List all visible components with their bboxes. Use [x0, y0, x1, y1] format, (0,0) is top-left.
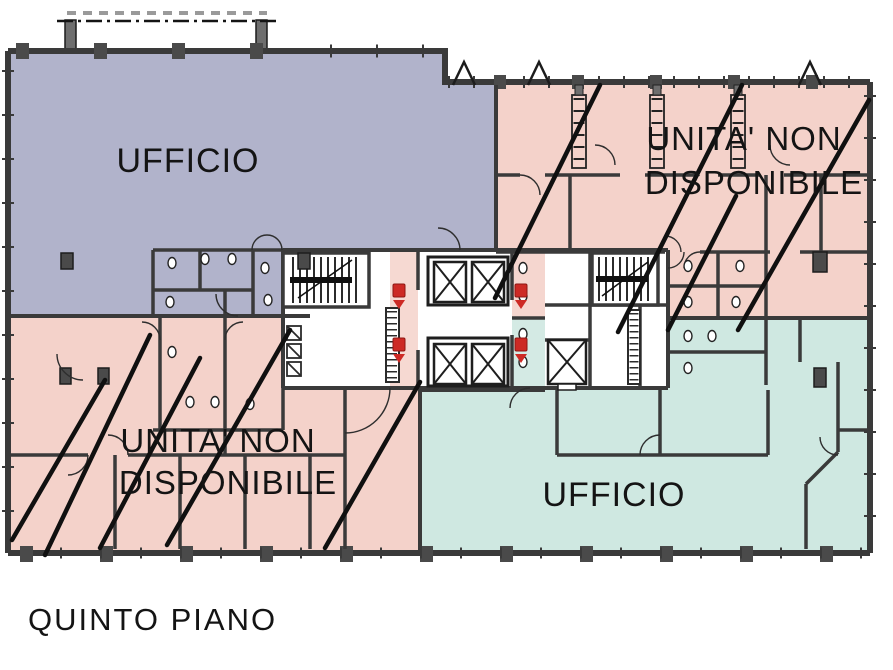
- toilet-fixtures: [165, 252, 745, 411]
- strike-line: [615, 82, 745, 335]
- fire-marker-icon: [392, 337, 406, 363]
- stairwell-right: [590, 251, 660, 307]
- elevator-door-stub: [557, 383, 577, 391]
- window-triangle-3: [797, 59, 823, 86]
- zone-office-bottom-right: [420, 318, 869, 551]
- stairwell-left-arrow: [297, 259, 353, 299]
- fire-marker-icon: [514, 283, 528, 309]
- strike-line: [665, 193, 739, 333]
- elevator-shaft: [470, 260, 506, 304]
- walls-unit-bottom-right: [555, 318, 868, 549]
- column: [813, 367, 827, 388]
- strike-line: [9, 377, 108, 543]
- label-unavailable-top-right-line1: UNITA' NON: [646, 120, 841, 157]
- stairwell-left-landing-bar: [290, 277, 352, 283]
- label-office-bottom-right: UFFICIO: [543, 476, 686, 514]
- strike-line: [42, 332, 153, 558]
- elevator-right-core: [546, 338, 588, 391]
- window-triangle-2: [526, 59, 552, 86]
- column: [59, 367, 72, 385]
- strike-line: [97, 355, 203, 551]
- balcony: [57, 11, 276, 54]
- interior-walls: [11, 85, 869, 551]
- stairwell-right-arrow: [601, 261, 649, 297]
- column: [297, 252, 311, 270]
- strike-line: [164, 327, 293, 548]
- column: [812, 251, 828, 273]
- strike-line: [735, 97, 872, 333]
- label-unavailable-bottom-left-line1: UNITA' NON: [120, 422, 315, 459]
- strike-line: [492, 82, 603, 301]
- core-teal-vestibule-right: [512, 318, 545, 387]
- shaft-ladder-right: [627, 309, 641, 385]
- radiator-column: [649, 84, 665, 169]
- door-arcs: [56, 144, 839, 476]
- column: [60, 252, 74, 270]
- elevator-bank-bottom: [426, 336, 510, 388]
- strike-lines: [9, 82, 872, 558]
- fire-marker-icon: [392, 283, 406, 309]
- exterior-walls: [2, 43, 876, 562]
- label-unavailable-top-right-line2: DISPONIBILE: [645, 164, 863, 201]
- walls-bathrooms-top-left: [151, 248, 283, 316]
- label-unavailable-bottom-left-line2: DISPONIBILE: [119, 464, 337, 501]
- strike-line: [322, 379, 423, 551]
- window-triangle-1: [451, 59, 477, 86]
- zone-labels: UFFICIO UNITA' NON DISPONIBILE UNITA' NO…: [28, 120, 863, 637]
- walls-unit-top-right: [496, 173, 869, 318]
- fire-hydrant-markers: [392, 283, 528, 363]
- zone-office-top-left: [11, 54, 496, 316]
- elevator-shaft: [470, 342, 506, 386]
- walls-unit-bottom-left: [11, 318, 347, 549]
- stairwell-right-landing-bar: [596, 276, 648, 282]
- stairwell-left: [281, 251, 371, 309]
- fire-marker-icon: [514, 337, 528, 363]
- label-office-top-left: UFFICIO: [117, 142, 260, 180]
- elevator-shaft: [432, 342, 468, 386]
- floor-title: QUINTO PIANO: [28, 602, 277, 637]
- elevator-shaft: [432, 260, 468, 304]
